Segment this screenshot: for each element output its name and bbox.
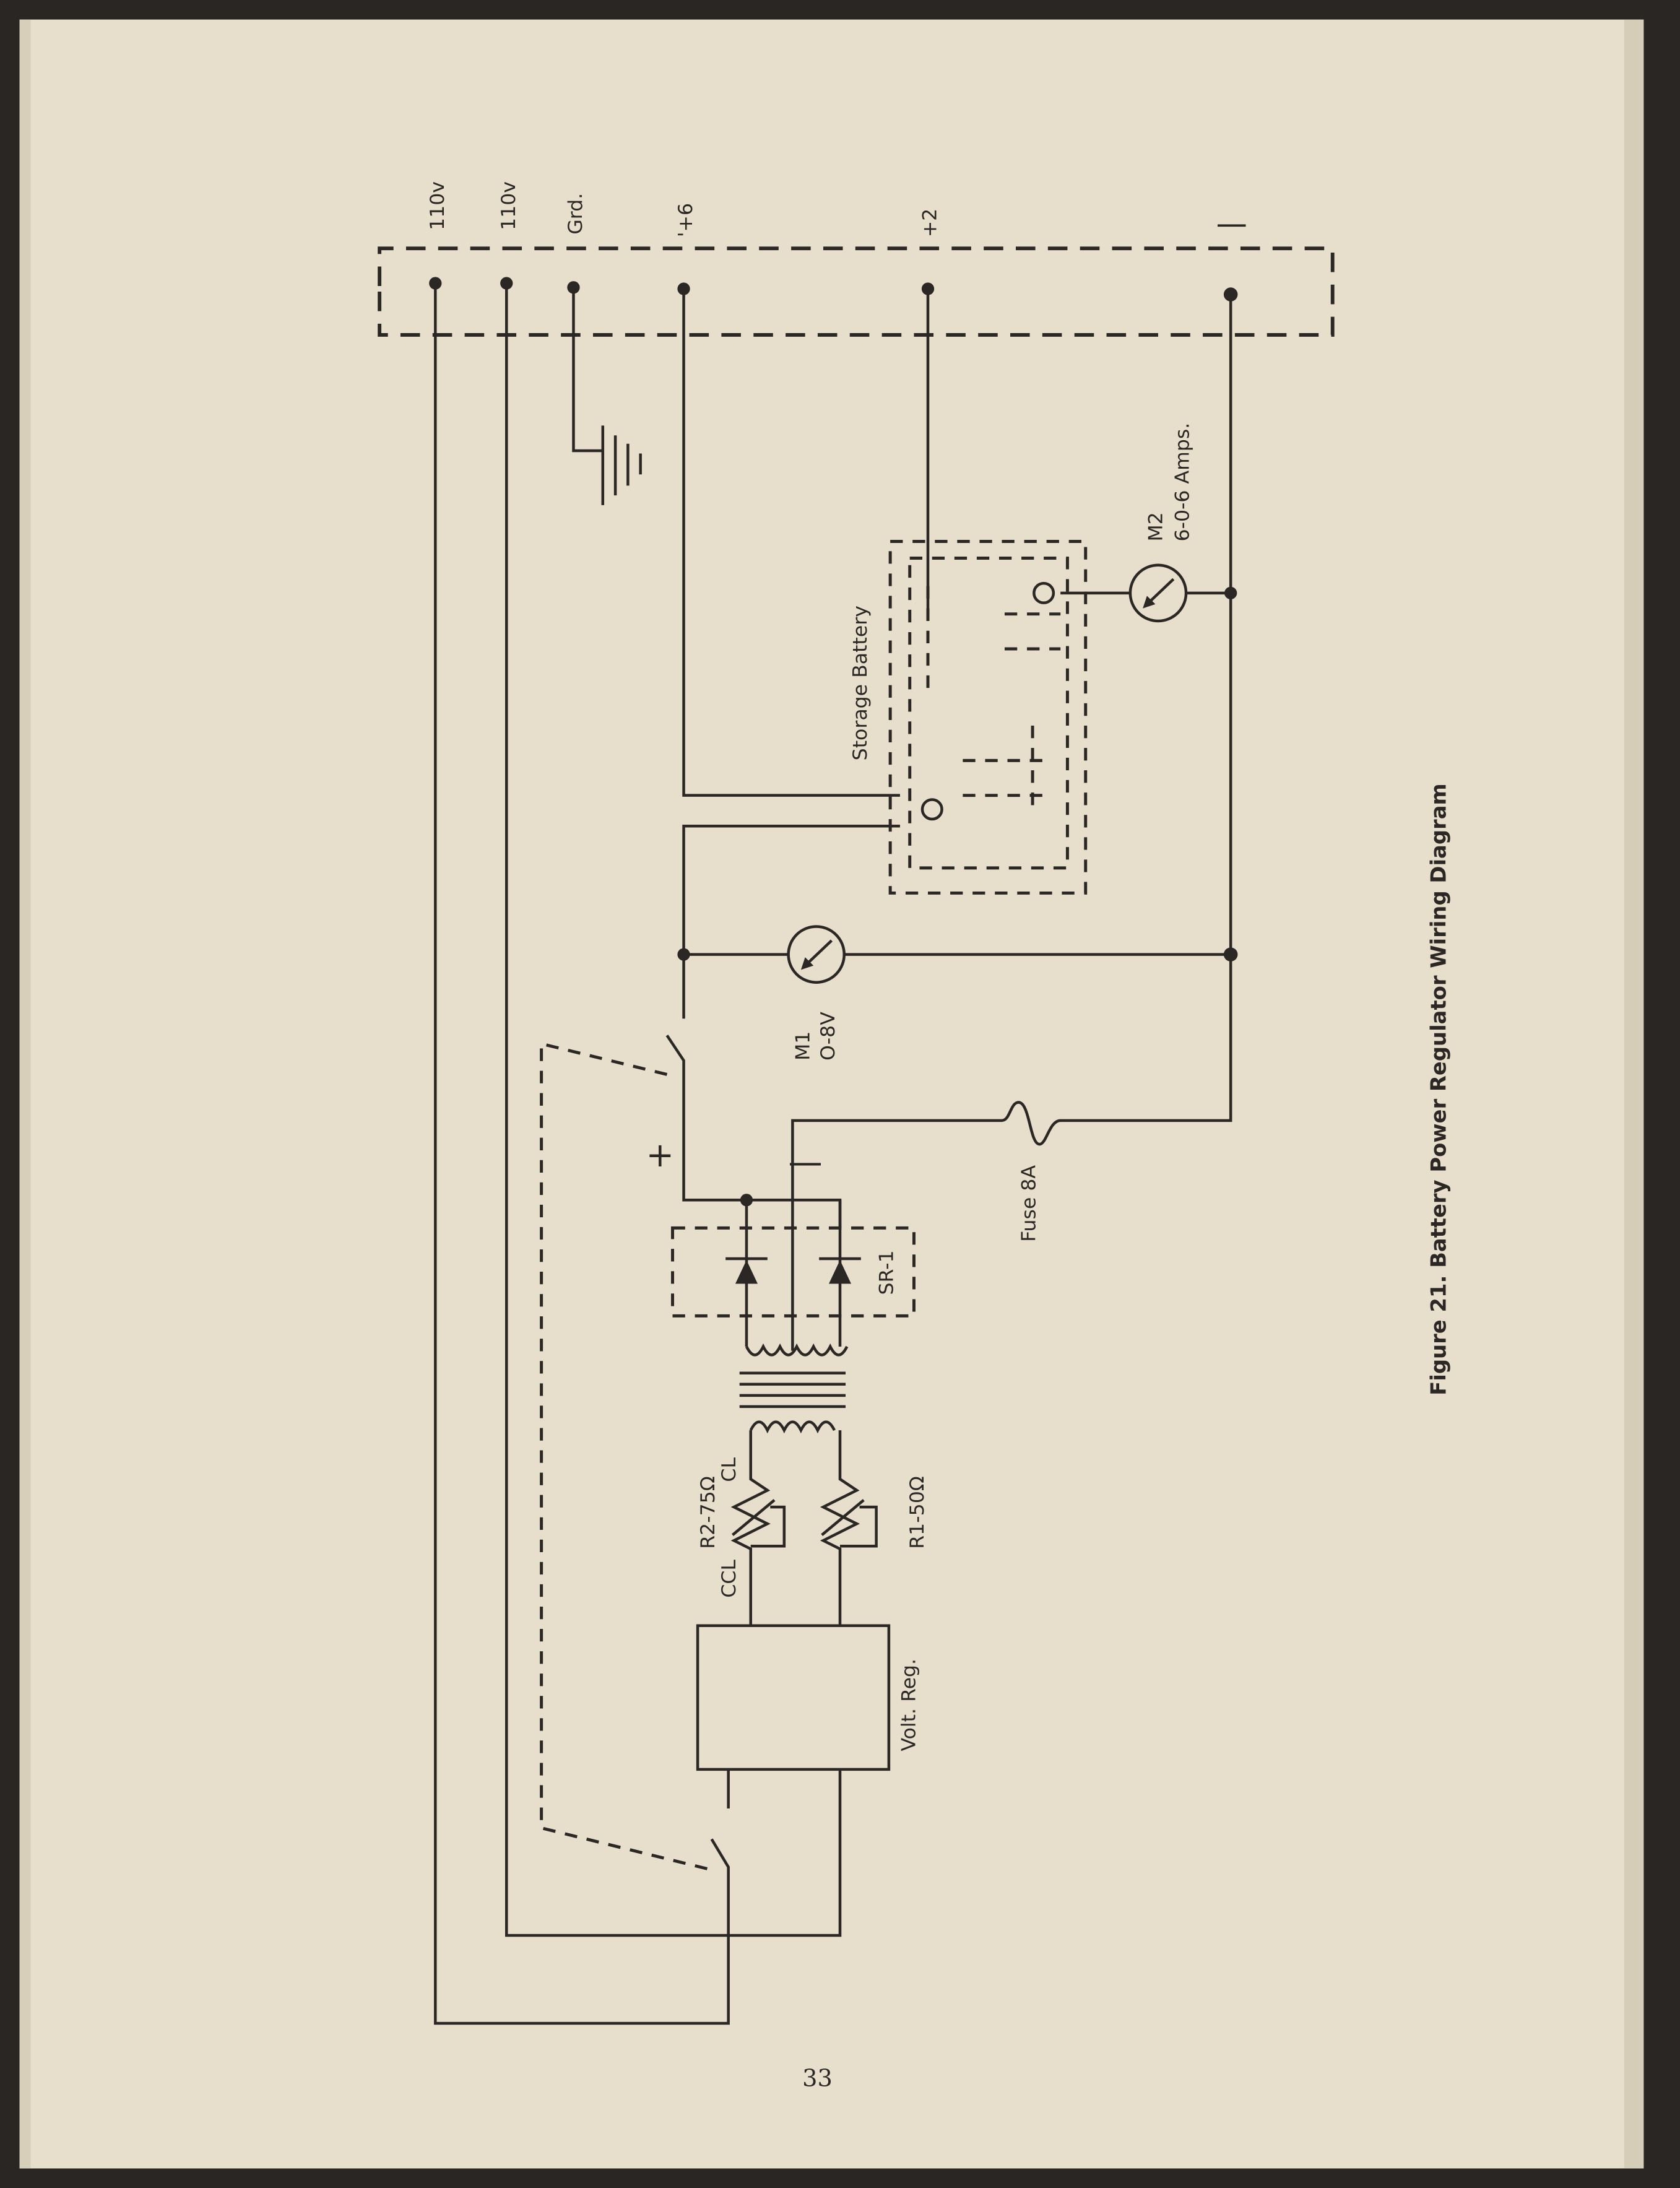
resistor-r1-wiper (821, 1499, 878, 1548)
resistor-r1 (820, 1430, 860, 1626)
storage-battery-label: Storage Battery (849, 606, 872, 760)
cl-label: CL (718, 1457, 740, 1482)
ground-icon (601, 425, 642, 505)
plus-sign: + (646, 1135, 674, 1174)
r1-label: R1-50Ω (906, 1476, 929, 1549)
terminal-block (378, 246, 1335, 337)
transformer-icon (739, 1343, 849, 1434)
ammeter-m2-icon (1128, 563, 1188, 623)
m2-label: M2 (1145, 512, 1167, 541)
terminal-label-ground: Grd. (565, 193, 587, 235)
rectifier-box (671, 1226, 916, 1318)
wiring-diagram: 110v 110v Grd. '+6 +2 | M1 O-8V + | Fuse… (378, 181, 1450, 2025)
m2-range-label: 6-0-6 Amps. (1172, 423, 1194, 542)
wire-ground (572, 287, 603, 453)
wire-negative (791, 294, 1232, 1351)
r2-label: R2-75Ω (697, 1476, 719, 1549)
rectifier-label: SR-1 (876, 1250, 898, 1295)
resistor-r2-wiper (731, 1499, 786, 1548)
resistor-r2 (730, 1430, 771, 1626)
storage-battery (888, 540, 1088, 895)
terminal-label-plus6: '+6 (675, 203, 697, 237)
terminal-label-110v-1: 110v (426, 181, 449, 230)
terminal-label-110v-2: 110v (498, 181, 520, 230)
m1-label: M1 (792, 1031, 814, 1061)
ccl-label: CCL (718, 1560, 740, 1598)
terminal-label-minus: | (1213, 221, 1246, 230)
wire-plus6 (682, 289, 900, 797)
terminal-label-plus2: +2 (919, 209, 942, 238)
voltmeter-m1-icon (787, 925, 846, 984)
page-number: 33 (802, 2064, 833, 2092)
figure-caption: Figure 21. Battery Power Regulator Wirin… (1426, 783, 1450, 1396)
paper (19, 19, 1641, 2169)
diode-icon (725, 1257, 861, 1284)
wire-110v-2 (505, 283, 842, 1937)
switch-linkage (540, 1041, 712, 1872)
wire-110v-1 (434, 283, 730, 2025)
m1-range-label: O-8V (817, 1012, 839, 1061)
voltage-regulator-box (696, 1624, 891, 1771)
fuse-label: Fuse 8A (1018, 1165, 1041, 1242)
minus-sign: | (785, 1159, 821, 1170)
voltage-regulator-label: Volt. Reg. (898, 1659, 920, 1752)
